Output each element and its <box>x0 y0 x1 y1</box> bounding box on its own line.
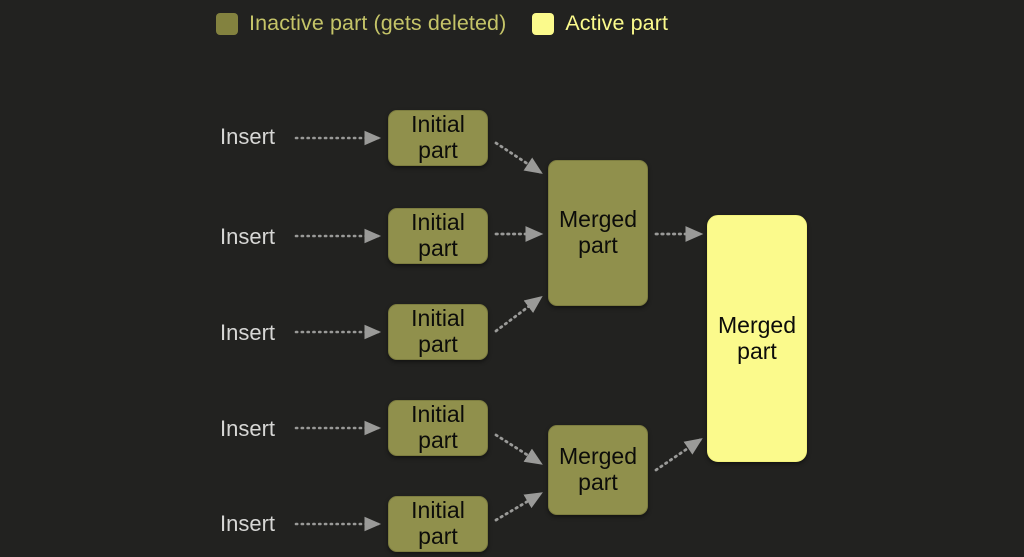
node-initial-part-5-label: Initial part <box>407 497 469 550</box>
node-line-2: part <box>418 331 458 357</box>
node-line-1: Initial <box>411 497 465 524</box>
arrow-merged-part-2-to-final-part <box>654 438 703 472</box>
node-line-1: Initial <box>411 111 465 138</box>
insert-label-3: Insert <box>220 320 276 345</box>
arrow-initial-part-5-to-merged-part-2 <box>494 492 543 522</box>
insert-label-1: Insert <box>220 124 276 149</box>
node-line-1: Merged <box>718 311 796 338</box>
legend-item-inactive: Inactive part (gets deleted) <box>216 13 506 35</box>
node-line-1: Merged <box>559 206 637 233</box>
insert-label-4: Insert <box>220 416 276 441</box>
node-initial-part-3-label: Initial part <box>407 305 469 358</box>
node-initial-part-3[interactable]: Initial part <box>388 304 488 360</box>
node-initial-part-2[interactable]: Initial part <box>388 208 488 264</box>
node-merged-part-1[interactable]: Merged part <box>548 160 648 306</box>
node-line-2: part <box>418 235 458 261</box>
node-final-merged-part[interactable]: Merged part <box>707 215 807 462</box>
node-merged-part-2-label: Merged part <box>555 443 641 496</box>
node-merged-part-2[interactable]: Merged part <box>548 425 648 515</box>
node-initial-part-1-label: Initial part <box>407 111 469 164</box>
legend-label-active: Active part <box>565 11 669 36</box>
node-line-2: part <box>418 427 458 453</box>
arrow-initial-part-1-to-merged-part-1 <box>494 141 543 174</box>
node-line-2: part <box>418 523 458 549</box>
node-line-2: part <box>737 337 777 364</box>
node-initial-part-4[interactable]: Initial part <box>388 400 488 456</box>
node-line-1: Initial <box>411 401 465 428</box>
node-line-2: part <box>578 232 618 258</box>
arrow-initial-part-3-to-merged-part-1 <box>494 295 543 333</box>
node-initial-part-2-label: Initial part <box>407 209 469 262</box>
node-line-1: Initial <box>411 305 465 332</box>
legend: Inactive part (gets deleted) Active part <box>216 8 668 40</box>
node-line-1: Initial <box>411 209 465 236</box>
insert-label-2: Insert <box>220 224 276 249</box>
node-line-2: part <box>578 469 618 495</box>
legend-label-inactive: Inactive part (gets deleted) <box>249 11 507 36</box>
arrow-initial-part-4-to-merged-part-2 <box>494 433 543 465</box>
node-initial-part-1[interactable]: Initial part <box>388 110 488 166</box>
node-line-1: Merged <box>559 443 637 470</box>
node-initial-part-5[interactable]: Initial part <box>388 496 488 552</box>
insert-label-5: Insert <box>220 511 276 536</box>
node-initial-part-4-label: Initial part <box>407 401 469 454</box>
node-line-2: part <box>418 137 458 163</box>
node-final-merged-part-label: Merged part <box>714 311 800 365</box>
legend-swatch-active-icon <box>532 13 555 35</box>
legend-swatch-inactive-icon <box>216 13 238 35</box>
legend-item-active: Active part <box>532 13 668 35</box>
node-merged-part-1-label: Merged part <box>555 206 641 259</box>
